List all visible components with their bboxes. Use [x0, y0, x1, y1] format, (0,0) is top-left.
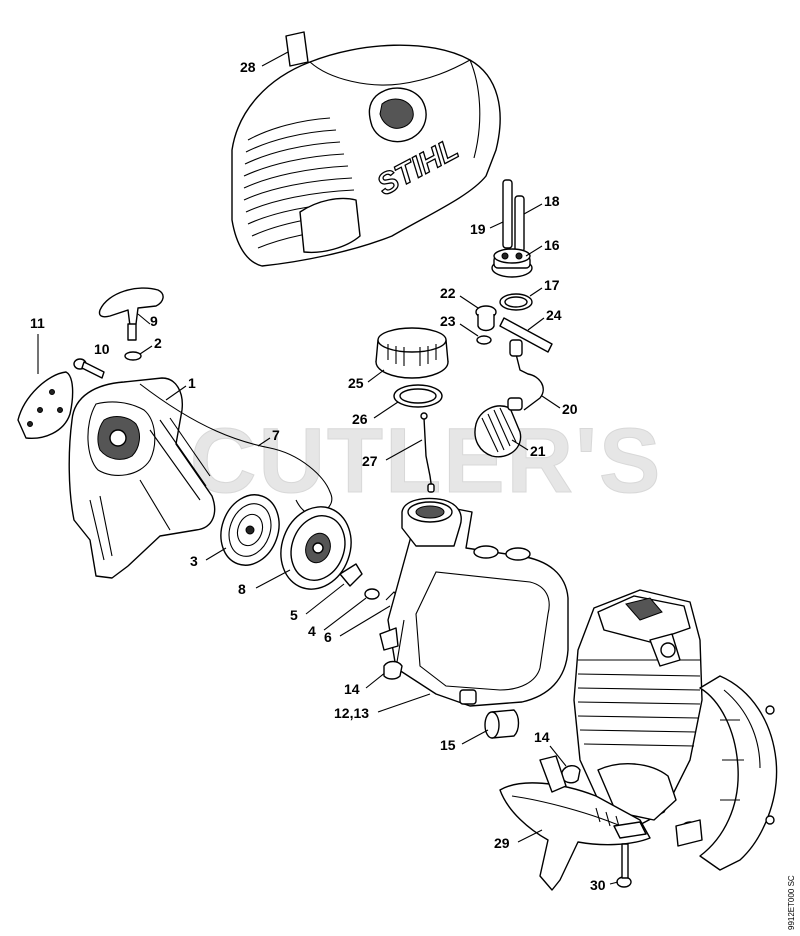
label-sticker: [285, 31, 309, 67]
washer-2: [124, 351, 142, 361]
callout-18: 18: [544, 193, 560, 209]
filler-seal: [393, 384, 443, 408]
callout-6: 6: [324, 629, 332, 645]
callout-19: 19: [470, 221, 486, 237]
callout-5: 5: [290, 607, 298, 623]
washer-4: [364, 588, 380, 600]
callout-7: 7: [272, 427, 280, 443]
screw-10: [73, 358, 105, 379]
callout-20: 20: [562, 401, 578, 417]
pawl-5: [339, 563, 363, 587]
callout-8: 8: [238, 581, 246, 597]
callout-21: 21: [530, 443, 546, 459]
callout-3: 3: [190, 553, 198, 569]
fuel-tank: [379, 497, 569, 707]
callout-10: 10: [94, 341, 110, 357]
callout-4: 4: [308, 623, 316, 639]
hose-24: [499, 317, 553, 353]
o-ring-17: [499, 293, 533, 311]
callout-25: 25: [348, 375, 364, 391]
o-ring-23: [476, 335, 492, 345]
rewind-spring-3: [220, 494, 280, 566]
rod-27: [420, 412, 435, 493]
fan-housing-1: [68, 377, 216, 579]
callout-14-left: 14: [344, 681, 360, 697]
callout-14-right: 14: [534, 729, 550, 745]
callout-29: 29: [494, 835, 510, 851]
callout-30: 30: [590, 877, 606, 893]
engine-cover: STIHL: [231, 31, 501, 267]
rope-rotor-8: [280, 506, 352, 590]
callout-17: 17: [544, 277, 560, 293]
callout-1: 1: [188, 375, 196, 391]
screw-30: [616, 843, 632, 888]
callout-22: 22: [440, 285, 456, 301]
callout-28: 28: [240, 59, 256, 75]
bushing-15: [484, 709, 520, 739]
fuel-hose-20: [509, 339, 544, 411]
callout-27: 27: [362, 453, 378, 469]
callout-15: 15: [440, 737, 456, 753]
drawing-code: 9912ET000 SC: [787, 875, 796, 930]
fuel-tubes: [502, 179, 525, 253]
grommet-22: [475, 305, 497, 332]
callout-23: 23: [440, 313, 456, 329]
engine-assembly: [573, 589, 778, 871]
tank-vent-valve: [491, 248, 533, 278]
cover-plate-11: [17, 371, 74, 439]
starter-grip-9: [98, 287, 164, 341]
callout-2: 2: [154, 335, 162, 351]
filler-cap: [375, 327, 449, 379]
callout-9: 9: [150, 313, 158, 329]
bushing-14-left: [383, 660, 403, 680]
callout-12-13: 12,13: [334, 705, 369, 721]
deflector-29: [499, 755, 651, 891]
fuel-filter: [474, 397, 523, 458]
callout-16: 16: [544, 237, 560, 253]
callout-11: 11: [30, 315, 45, 331]
callout-26: 26: [352, 411, 368, 427]
callout-24: 24: [546, 307, 562, 323]
